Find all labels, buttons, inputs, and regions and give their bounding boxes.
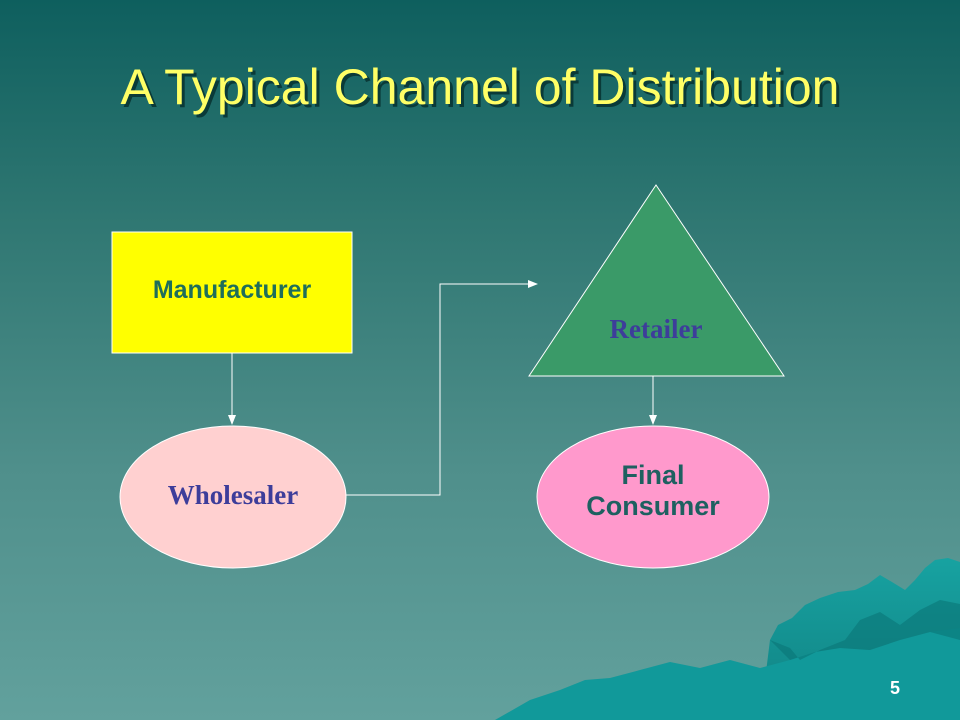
final-consumer-ellipse [536,425,770,569]
slide-title: A Typical Channel of Distribution [120,59,840,115]
arrow-wholesaler-to-retailer [346,280,538,496]
mountain-shadow [770,600,960,660]
mountain-front-ridge [495,628,960,720]
wholesaler-ellipse [119,425,347,569]
final-consumer-label: Final Consumer [586,460,720,522]
slide-number: 5 [889,678,900,698]
retailer-label: Retailer [609,314,703,344]
manufacturer-label: Manufacturer [152,276,312,304]
retailer-triangle [528,184,785,377]
wholesaler-label: Wholesaler [167,480,299,510]
